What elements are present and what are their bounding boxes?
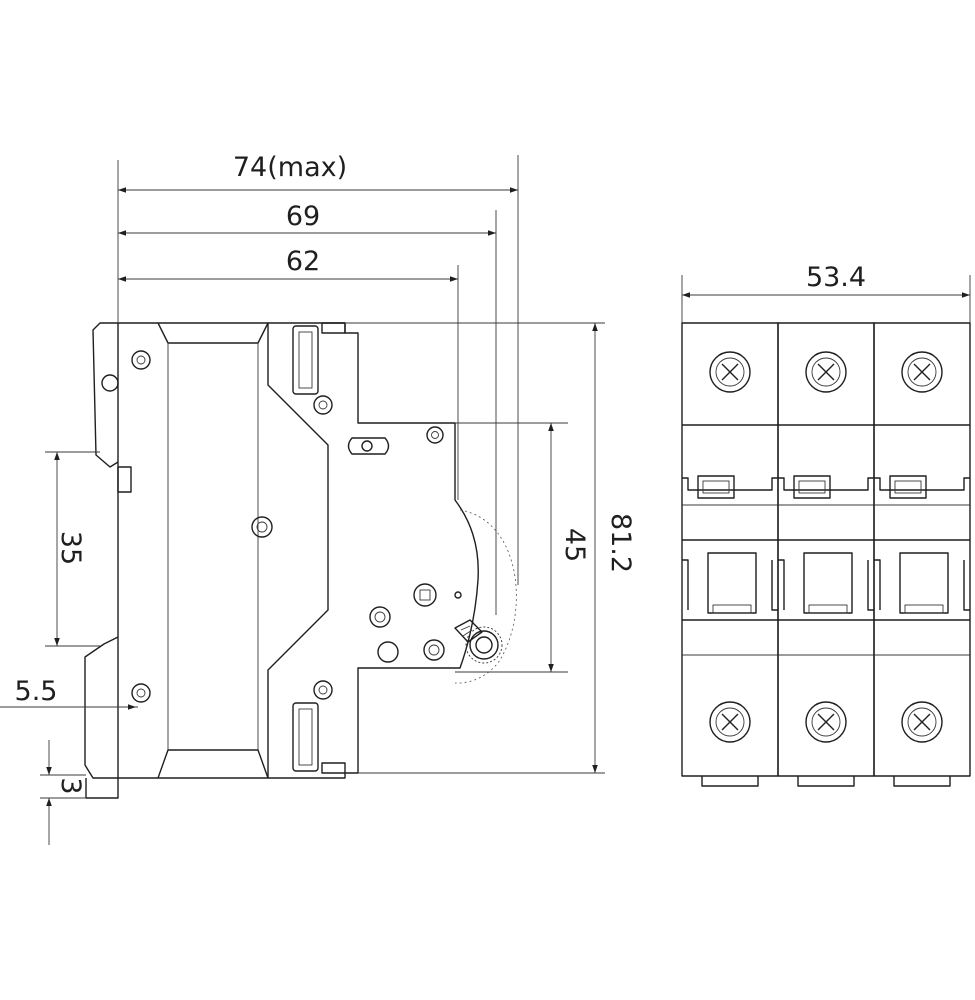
side-view bbox=[84, 322, 517, 799]
terminal-slot-top bbox=[292, 325, 319, 395]
pole-2 bbox=[777, 322, 875, 787]
dim-width-body: 62 bbox=[118, 246, 458, 282]
dim-width-max-label: 74(max) bbox=[233, 152, 347, 183]
dim-width-body-label: 62 bbox=[286, 246, 320, 277]
dim-rail-width: 35 bbox=[54, 452, 86, 646]
extension-lines bbox=[0, 155, 605, 799]
dim-rail-width-label: 35 bbox=[55, 531, 86, 565]
dim-front-height-label: 45 bbox=[559, 528, 590, 562]
dim-rail-clip: 3 bbox=[46, 740, 86, 845]
dim-width-max: 74(max) bbox=[118, 152, 518, 193]
screw-top-icon bbox=[805, 351, 847, 393]
inner-channel bbox=[157, 322, 269, 344]
lever-slot bbox=[347, 437, 390, 455]
dim-module-width: 53.4 bbox=[682, 262, 970, 298]
dim-rail-offset-label: 5.5 bbox=[15, 676, 58, 707]
rivet-holes bbox=[101, 350, 462, 703]
inner-channel-bottom bbox=[157, 749, 269, 779]
pole-1 bbox=[681, 322, 779, 787]
rail-foot bbox=[85, 778, 119, 799]
dim-total-height-label: 81.2 bbox=[605, 513, 636, 573]
dim-total-height: 81.2 bbox=[592, 323, 636, 773]
screw-top-icon bbox=[901, 351, 943, 393]
dim-width-front: 69 bbox=[118, 201, 496, 236]
screw-bottom-icon bbox=[709, 701, 751, 743]
front-view: 53.4 bbox=[681, 262, 971, 787]
screw-top-icon bbox=[709, 351, 751, 393]
gear-mechanism bbox=[454, 619, 503, 664]
screw-bottom-icon bbox=[805, 701, 847, 743]
dim-width-front-label: 69 bbox=[286, 201, 320, 232]
terminal-slot-bottom bbox=[292, 702, 319, 772]
dim-module-width-label: 53.4 bbox=[806, 262, 866, 293]
internal-contour bbox=[267, 323, 329, 778]
dim-front-height: 45 bbox=[548, 423, 590, 672]
dim-rail-clip-label: 3 bbox=[55, 777, 86, 794]
side-view-outline bbox=[117, 322, 479, 779]
rail-clip-lower bbox=[84, 636, 119, 779]
rail-clip-upper bbox=[92, 322, 119, 468]
pole-3 bbox=[873, 322, 971, 787]
rail-latch bbox=[117, 466, 132, 493]
screw-bottom-icon bbox=[901, 701, 943, 743]
dim-rail-offset: 5.5 bbox=[15, 676, 136, 710]
